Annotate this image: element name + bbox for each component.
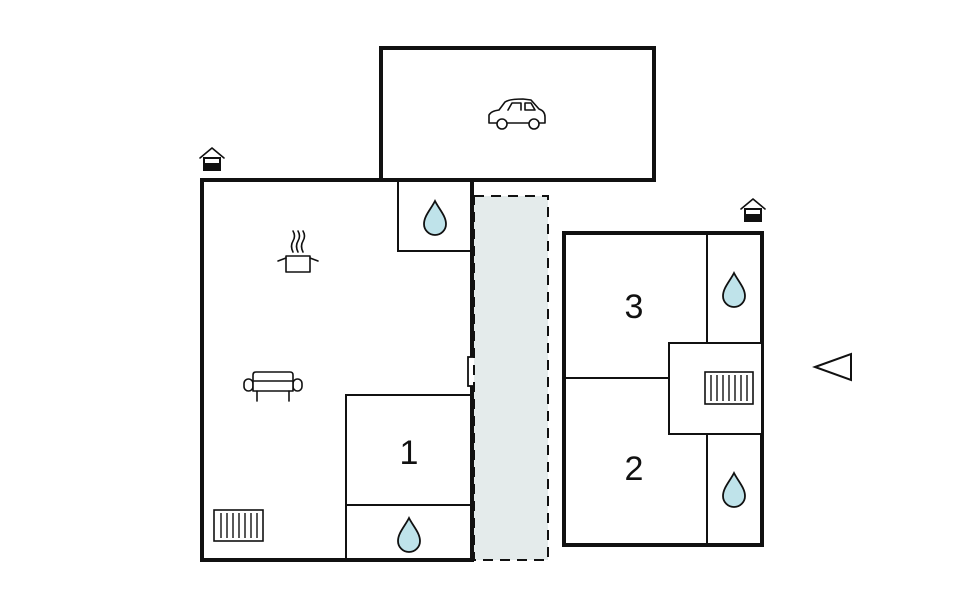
water-drop-icon <box>722 272 746 308</box>
cooking-pot-icon <box>277 230 319 273</box>
bathroom-top <box>397 179 473 252</box>
room-1-label: 1 <box>400 434 419 472</box>
garage <box>379 46 656 182</box>
house-entrance-icon <box>199 147 225 171</box>
north-arrow-icon <box>812 352 852 382</box>
sofa-icon <box>243 371 303 402</box>
radiator-icon <box>213 509 264 542</box>
room-3-label: 3 <box>625 288 644 326</box>
radiator-icon <box>704 371 754 405</box>
water-drop-icon <box>397 517 421 553</box>
water-drop-icon <box>722 472 746 508</box>
terrace <box>473 195 549 561</box>
main-unit <box>200 178 474 562</box>
room-2-label: 2 <box>625 450 644 488</box>
bathroom-1 <box>345 504 473 561</box>
house-entrance-icon <box>740 198 766 222</box>
car-icon <box>488 98 546 130</box>
water-drop-icon <box>423 200 447 236</box>
